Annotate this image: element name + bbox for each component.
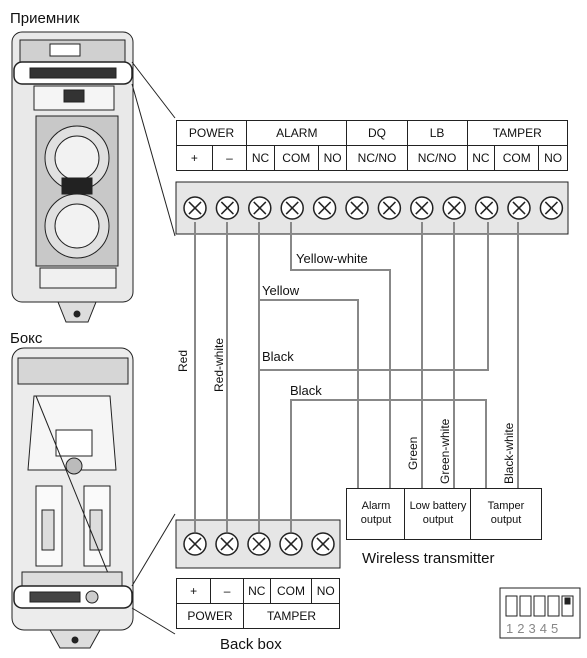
label-yellow: Yellow <box>262 283 300 298</box>
pin-label: COM <box>269 578 313 604</box>
screw-slot <box>318 201 332 215</box>
wire-black-1 <box>258 222 489 532</box>
label-red: Red <box>176 349 190 372</box>
screw-slot <box>480 201 494 215</box>
group-alarm: ALARM <box>246 120 348 146</box>
alarm-output-line2: output <box>360 514 392 526</box>
pin-label: NO <box>311 578 340 604</box>
back-box-title: Back box <box>220 636 282 653</box>
group-power: POWER <box>175 120 248 146</box>
alarm-output-line1: Alarm <box>361 500 391 512</box>
low-battery-output-box: Low battery output <box>404 488 472 540</box>
dip-switch <box>499 587 581 639</box>
receiver-screws <box>183 196 564 220</box>
label-red-white: Red-white <box>212 337 226 392</box>
pin-label: – <box>211 145 248 171</box>
label-black-1: Black <box>262 349 294 364</box>
screw-slot <box>284 537 298 551</box>
back-box-device <box>11 347 134 649</box>
dip-number: 5 <box>550 621 563 636</box>
pin-label: NC <box>243 578 271 604</box>
label-black-white: Black-white <box>502 422 516 484</box>
dip-number: 3 <box>528 621 540 636</box>
screw-slot <box>512 201 526 215</box>
pin-label: COM <box>273 145 319 171</box>
backbox-screws <box>183 532 335 556</box>
screw-slot <box>220 201 234 215</box>
label-green-white: Green-white <box>438 418 452 484</box>
low-battery-output-line2: output <box>422 514 454 526</box>
label-yellow-white: Yellow-white <box>296 251 368 266</box>
receiver-title: Приемник <box>10 10 80 27</box>
screw-slot <box>447 201 461 215</box>
label-green: Green <box>406 436 420 470</box>
tamper-output-line1: Tamper <box>487 500 525 512</box>
wire-yellow <box>259 299 359 488</box>
tamper-output-line2: output <box>490 514 522 526</box>
group-lb: LB <box>406 120 468 146</box>
wire-yellow-white <box>290 222 391 488</box>
box-title: Бокс <box>10 330 43 347</box>
screw-slot <box>220 537 234 551</box>
pin-label: NO <box>538 145 568 171</box>
screw-slot <box>316 537 330 551</box>
group-dq: DQ <box>346 120 408 146</box>
screw-slot <box>350 201 364 215</box>
screw-slot <box>252 537 266 551</box>
screw-slot <box>544 201 558 215</box>
screw-slot <box>285 201 299 215</box>
group-power: POWER <box>175 603 245 629</box>
screw-slot <box>415 201 429 215</box>
group-tamper: TAMPER <box>243 603 340 629</box>
label-black-2: Black <box>290 383 322 398</box>
low-battery-output-line1: Low battery <box>409 500 467 512</box>
wires <box>194 222 519 532</box>
pin-label: COM <box>494 145 540 171</box>
backbox-terminal-table: + – NC COM NO POWER TAMPER <box>175 578 340 629</box>
callout-lines <box>131 61 176 635</box>
receiver-terminal-strip <box>175 181 569 235</box>
alarm-output-box: Alarm output <box>346 488 406 540</box>
pin-label: NO <box>317 145 348 171</box>
receiver-terminal-table: POWER ALARM DQ LB TAMPER + – NC COM NO N… <box>175 120 569 171</box>
pin-label: NC <box>246 145 275 171</box>
pin-label: + <box>176 145 213 171</box>
group-tamper: TAMPER <box>466 120 569 146</box>
screw-slot <box>188 537 202 551</box>
dip-number: 1 <box>506 621 518 636</box>
screw-slot <box>188 201 202 215</box>
dip-number: 4 <box>539 621 551 636</box>
screw-slot <box>382 201 396 215</box>
screw-slot <box>253 201 267 215</box>
wireless-transmitter-title: Wireless transmitter <box>362 550 495 567</box>
wire-black-2 <box>290 399 487 532</box>
dip-numbers: 12345 <box>506 622 562 636</box>
pin-label: NC/NO <box>346 145 408 171</box>
dip-number: 2 <box>517 621 529 636</box>
pin-label: – <box>210 578 245 604</box>
pin-label: NC <box>466 145 496 171</box>
tamper-output-box: Tamper output <box>470 488 542 540</box>
pin-label: NC/NO <box>406 145 468 171</box>
receiver-device <box>11 31 134 323</box>
pin-label: + <box>175 578 212 604</box>
